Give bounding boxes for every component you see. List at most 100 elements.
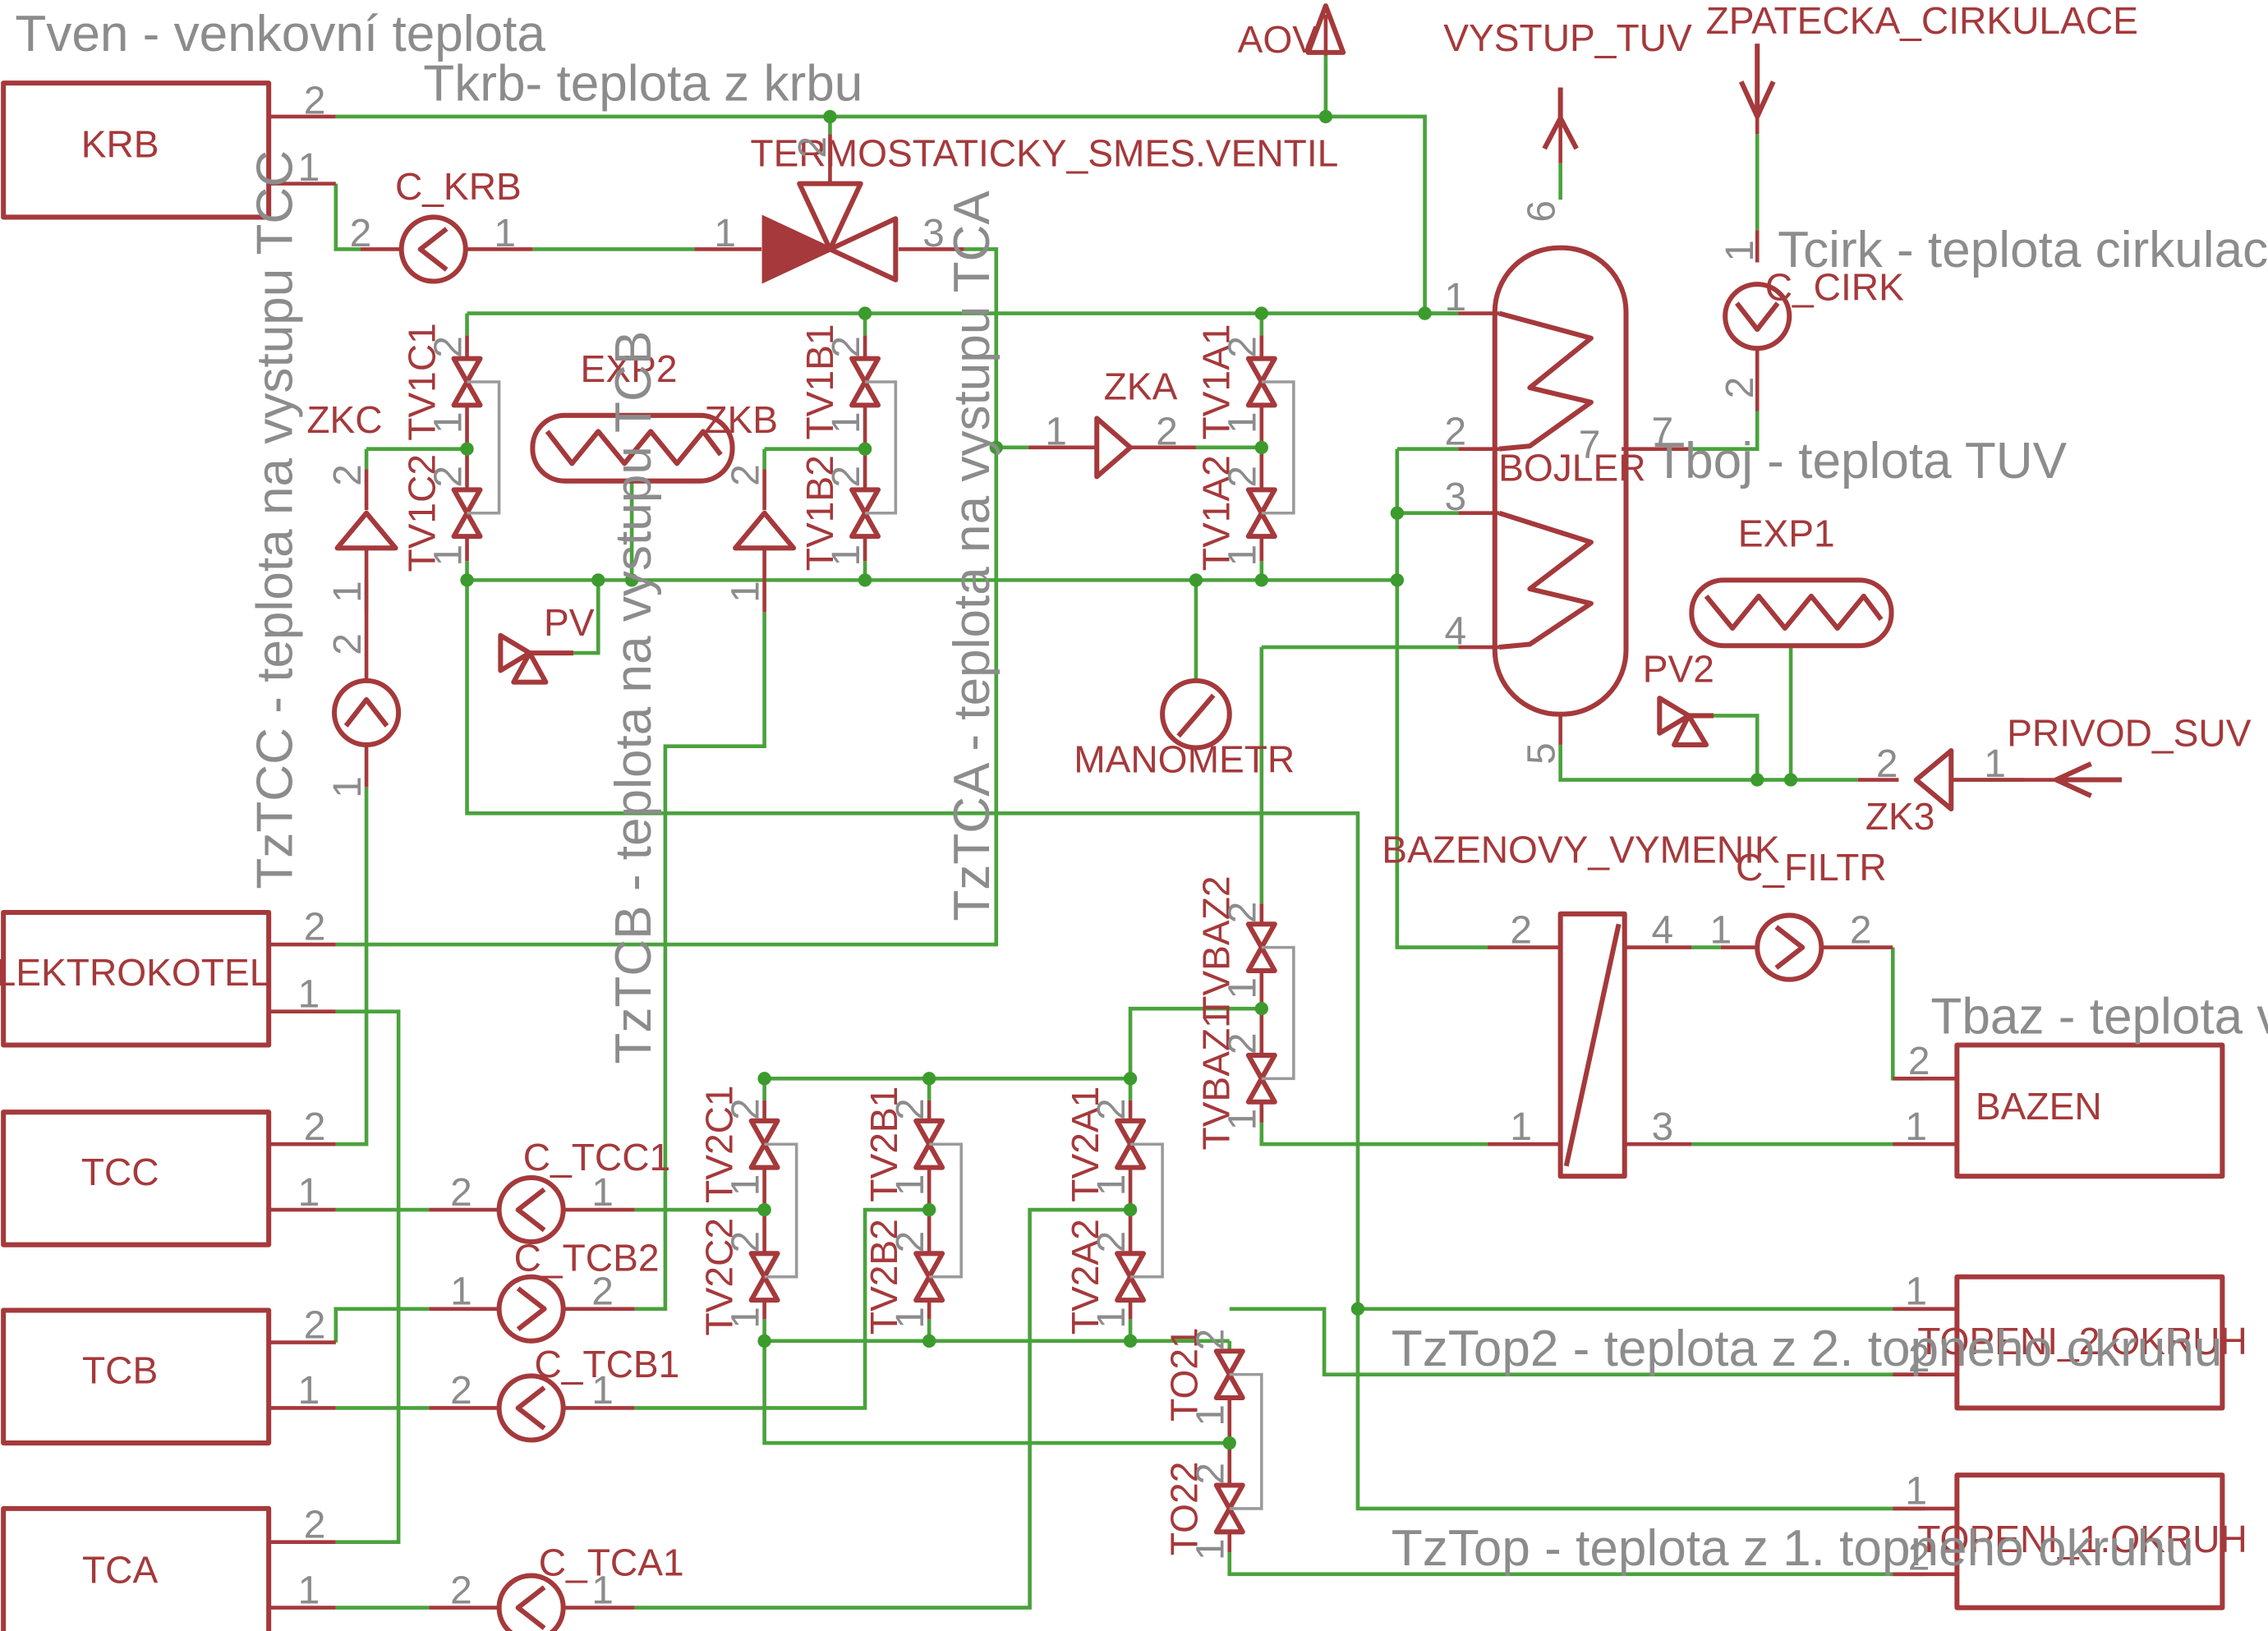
pin-number: 2: [1090, 1231, 1134, 1253]
pin-number: 7: [1579, 423, 1601, 466]
pin-number: 1: [426, 544, 470, 567]
pin-number: 1: [1905, 1470, 1927, 1514]
pin-number: 1: [1090, 1307, 1134, 1329]
c-tcc1-label: C_TCC1: [523, 1136, 670, 1178]
zkc-label: ZKC: [306, 398, 382, 441]
exp2-label: EXP2: [581, 347, 678, 390]
pin-number: 2: [825, 336, 868, 358]
pin-number: 2: [1221, 466, 1265, 488]
c-krb-label: C_KRB: [395, 165, 522, 208]
tv1b2-label: TV1B2: [798, 455, 841, 571]
tboj-note: Tboj - teplota TUV: [1654, 433, 2067, 489]
vystup-tuv-arrow: VYSTUP_TUV: [1443, 16, 1692, 150]
tv2b-valve-pair: TV2B1 TV2B2: [863, 1087, 963, 1335]
pin-number: 1: [1718, 240, 1762, 262]
pin-number: 2: [1189, 1463, 1233, 1485]
aov-label: AOV: [1238, 18, 1318, 61]
pin-number: 2: [304, 79, 326, 122]
pin-number: 1: [1984, 742, 2006, 786]
pin-number: 3: [922, 212, 945, 255]
tv2c-valve-pair: TV2C1 TV2C2: [698, 1085, 798, 1336]
pin-number: 2: [304, 1105, 326, 1149]
c-krb-pump: C_KRB: [395, 165, 522, 281]
pin-number: 2: [791, 136, 835, 159]
pin-number: 1: [1221, 1109, 1265, 1131]
pin-number: 2: [350, 212, 372, 255]
pin-number: 2: [724, 1098, 767, 1120]
pin-number: 2: [1156, 410, 1178, 453]
tv1b-valve-pair: TV1B1 TV1B2: [798, 324, 898, 571]
c-tcb2-label: C_TCB2: [514, 1237, 660, 1280]
topeni1-label: TOPENI_1.OKRUH: [1917, 1518, 2247, 1560]
tv2b2-label: TV2B2: [863, 1219, 905, 1335]
pin-number: 1: [591, 1171, 614, 1215]
pin-number: 1: [326, 776, 370, 798]
pin-number: 2: [724, 464, 767, 486]
pin-number: 2: [326, 633, 370, 655]
tv1c2-label: TV1C2: [400, 454, 443, 572]
zkb-check-valve: ZKB: [704, 398, 797, 551]
pin-number: 1: [825, 411, 868, 434]
pin-number: 4: [1445, 609, 1467, 653]
zk3-check-valve: ZK3: [1865, 748, 1954, 838]
tkrb-note: Tkrb- teplota z krbu: [423, 55, 863, 112]
vystup-tuv-label: VYSTUP_TUV: [1443, 16, 1692, 59]
tv2a1-label: TV2A1: [1064, 1087, 1106, 1202]
topeni2-box: TOPENI_2.OKRUH: [1917, 1274, 2247, 1411]
tztcb-note: TzTCB - teplota na vystupu TCB: [605, 331, 662, 1064]
manometr-label: MANOMETR: [1074, 738, 1295, 781]
c-cirk-pump: C_CIRK: [1725, 266, 1904, 349]
pin-numbers: 2 1 2 1 1 3 2 6 1 2 1 2 3 4 5 7 7 2 1 1 …: [298, 79, 2006, 1612]
pin-number: 1: [298, 1569, 320, 1612]
zk3-label: ZK3: [1865, 795, 1935, 838]
bazenovy-vymenik: BAZENOVY_VYMENIK: [1382, 829, 1780, 1179]
to2-valve-pair: TO21 TO22: [1163, 1327, 1263, 1555]
pin-number: 1: [1090, 1174, 1134, 1197]
exp1-tank: EXP1: [1689, 512, 1894, 649]
pin-number: 2: [889, 1231, 932, 1253]
elektrokotel-box: ELEKTROKOTEL: [0, 910, 272, 1048]
tca-box: TCA: [1, 1505, 272, 1631]
pin-number: 1: [591, 1569, 614, 1612]
zpatecka-label: ZPATECKA_CIRKULACE: [1706, 0, 2138, 42]
pin-number: 2: [1189, 1329, 1233, 1351]
pin-number: 2: [304, 906, 326, 949]
pin-number: 1: [1221, 977, 1265, 999]
c-cirk-label: C_CIRK: [1765, 266, 1904, 309]
pin-number: 1: [724, 581, 767, 603]
pin-number: 2: [1445, 410, 1467, 453]
manometr-gauge: MANOMETR: [1074, 678, 1295, 781]
pin-number: 2: [450, 1369, 472, 1413]
c-tcc1-pump: C_TCC1: [499, 1136, 670, 1242]
privod-suv-arrow: PRIVOD_SUV: [2007, 712, 2252, 798]
pin-number: 2: [1850, 908, 1872, 952]
tv2b1-label: TV2B1: [863, 1087, 905, 1202]
pin-number: 2: [326, 464, 370, 486]
pin-number: 1: [1905, 1270, 1927, 1313]
pin-number: 2: [724, 1231, 767, 1253]
pin-number: 1: [1221, 411, 1265, 434]
tven-note: Tven - venkovní teplota: [15, 6, 545, 62]
pin-number: 2: [1908, 1337, 1930, 1381]
pin-number: 2: [304, 1503, 326, 1546]
krb-box: KRB: [1, 80, 272, 220]
krb-label: KRB: [81, 123, 159, 166]
c-tcc2-pump: [334, 681, 398, 745]
pin-number: 7: [1652, 410, 1674, 453]
pin-number: 2: [1908, 1040, 1930, 1083]
termo-label: TERMOSTATICKY_SMES.VENTIL: [750, 131, 1338, 174]
pv2-label: PV2: [1643, 648, 1714, 691]
pin-number: 2: [1876, 742, 1898, 786]
pin-number: 1: [889, 1307, 932, 1329]
tcb-box: TCB: [1, 1307, 272, 1446]
tztop-note: TzTop - teplota z 1. topneho okruhu: [1392, 1520, 2194, 1577]
c-tca1-label: C_TCA1: [539, 1541, 684, 1584]
pin-number: 2: [889, 1098, 932, 1120]
pin-number: 2: [591, 1270, 614, 1313]
zkb-label: ZKB: [704, 398, 778, 441]
pv-valve: PV: [498, 601, 595, 685]
pin-number: 1: [1905, 1105, 1927, 1149]
pin-number: 2: [1718, 377, 1762, 399]
tztca-note: TzTCA - teplota na vystupu TCA: [944, 191, 1001, 921]
